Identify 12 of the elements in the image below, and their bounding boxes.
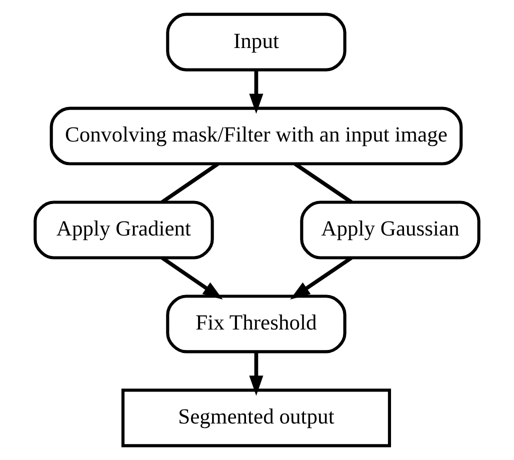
- node-box: Convolving mask/Filter with an input image: [50, 106, 463, 166]
- node-box: Apply Gradient: [34, 200, 214, 260]
- node-box: Apply Gaussian: [300, 200, 480, 260]
- connector: [294, 162, 353, 204]
- connector: [160, 162, 219, 204]
- node-box: Fix Threshold: [166, 294, 346, 354]
- arrow: [160, 256, 223, 300]
- node-box: Segmented output: [121, 388, 392, 448]
- arrow: [249, 70, 264, 114]
- arrow: [290, 256, 353, 300]
- node-box: Input: [166, 12, 346, 72]
- arrow: [249, 352, 264, 396]
